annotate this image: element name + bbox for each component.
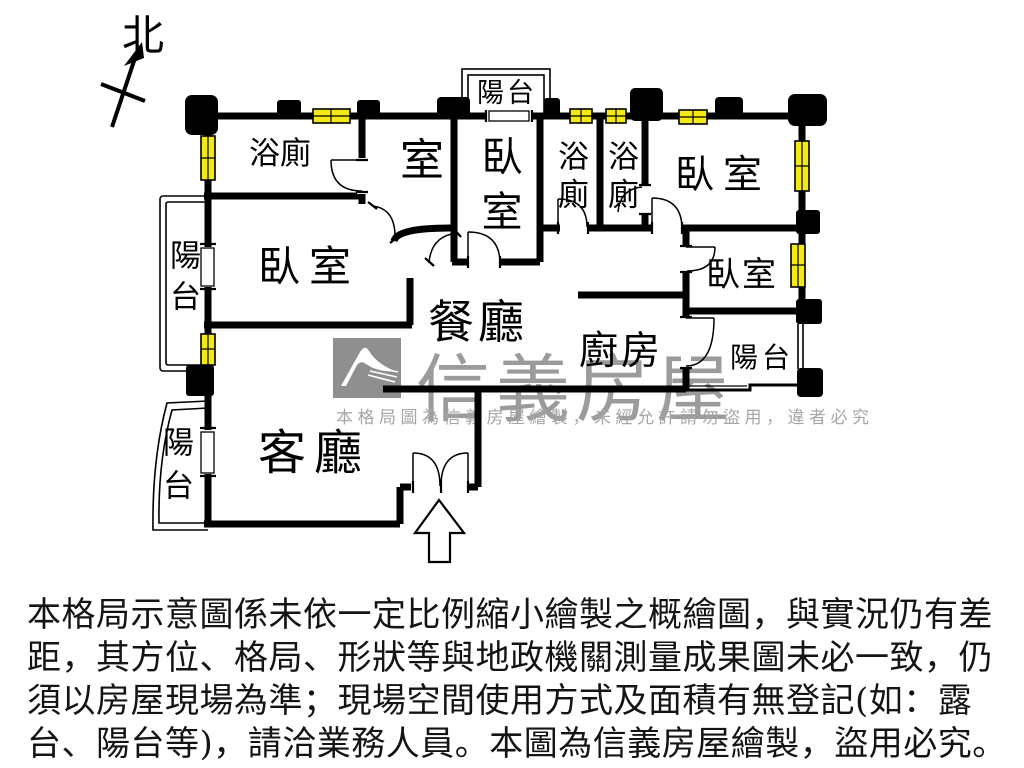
north-label: 北	[122, 11, 165, 60]
room-label-bedroom-top-right: 臥室	[675, 153, 772, 198]
door-jambs	[200, 110, 692, 493]
disclaimer-line-3: 須以房屋現場為準；現場空間使用方式及面積有無登記(如：露	[27, 681, 973, 721]
room-label-bedroom-right: 臥室	[706, 255, 778, 295]
room-label-bath-top-left: 浴廁	[249, 136, 311, 172]
north-arrow-icon	[100, 42, 146, 128]
room-label-balcony-left-upper: 陽台	[164, 239, 200, 321]
room-label-bath-mid-right: 浴廁	[602, 140, 638, 216]
room-label-bedroom-left: 臥室	[258, 242, 361, 291]
disclaimer-line-2: 距，其方位、格局、形狀等與地政機關測量成果圖未必一致，仍	[27, 638, 993, 678]
watermark-notice: 本格局圖為信義房屋繪製，未經允許請勿盜用，違者必究	[336, 408, 874, 428]
room-label-bedroom-top-center: 臥室	[474, 135, 522, 245]
room-label-balcony-right: 陽台	[730, 341, 795, 374]
room-label-bath-mid-left: 浴廁	[552, 140, 588, 216]
columns	[185, 88, 827, 397]
disclaimer-text: 本格局示意圖係未依一定比例縮小繪製之概繪圖，與實況仍有差 距，其方位、格局、形狀…	[27, 594, 1017, 766]
room-label-small-room: 室	[400, 135, 444, 186]
room-label-living-room: 客廳	[258, 425, 371, 481]
entrance-arrow-icon	[412, 498, 467, 564]
room-label-dining-room: 餐廳	[428, 295, 528, 349]
disclaimer-line-1: 本格局示意圖係未依一定比例縮小繪製之概繪圖，與實況仍有差	[27, 595, 993, 635]
balcony-doors	[200, 110, 530, 474]
room-label-balcony-left-lower: 陽台	[157, 426, 193, 512]
window-mullions	[201, 109, 809, 365]
room-label-balcony-top: 陽台	[477, 78, 537, 109]
room-label-kitchen: 廚房	[579, 329, 664, 374]
disclaimer-line-4: 台、陽台等)，請洽業務人員。本圖為信義房屋繪製，盜用必究。	[27, 724, 1007, 764]
